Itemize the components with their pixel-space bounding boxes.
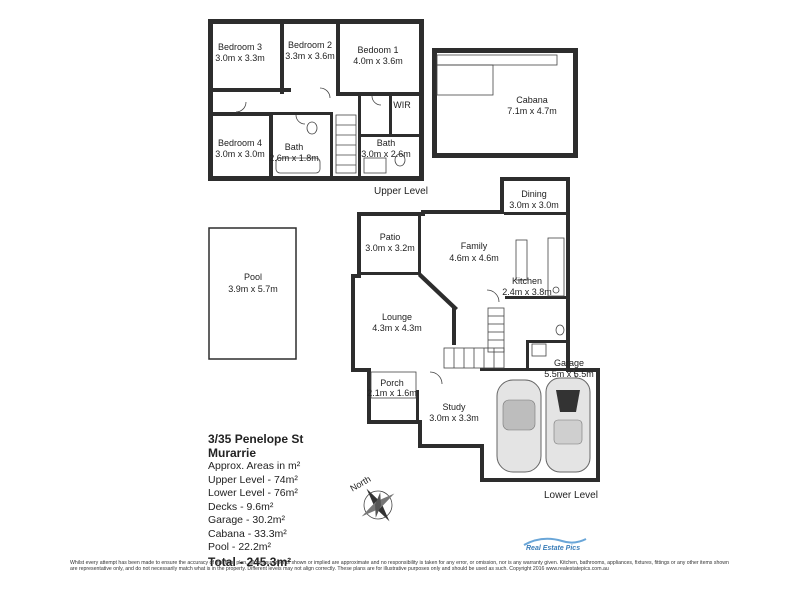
pool-area: Pool - 22.2m² xyxy=(208,541,272,553)
bedroom2-name: Bedroom 2 xyxy=(288,40,332,50)
porch-size: 2.1m x 1.6m xyxy=(367,388,417,398)
bedroom3-size: 3.0m x 3.3m xyxy=(215,53,265,63)
lounge-size: 4.3m x 4.3m xyxy=(372,323,422,333)
wir-name: WIR xyxy=(393,100,411,110)
family-size: 4.6m x 4.6m xyxy=(449,253,499,263)
kitchen-name: Kitchen xyxy=(512,276,542,286)
pool-size: 3.9m x 5.7m xyxy=(228,284,278,294)
bedroom4-size: 3.0m x 3.0m xyxy=(215,149,265,159)
pool-plan xyxy=(208,227,297,360)
car-right-icon xyxy=(545,377,591,473)
areas-heading: Approx. Areas in m² xyxy=(208,460,301,472)
garage-size: 5.5m x 5.5m xyxy=(544,369,594,379)
pool-name: Pool xyxy=(244,272,262,282)
total-area: Total - 245.3m² xyxy=(208,554,292,569)
disclaimer: Whilst every attempt has been made to en… xyxy=(70,560,729,573)
brand-swoosh-icon xyxy=(523,537,587,546)
bath2-name: Bath xyxy=(377,138,396,148)
compass-icon xyxy=(361,488,395,522)
garage-area: Garage - 30.2m² xyxy=(208,514,286,526)
patio-name: Patio xyxy=(380,232,401,242)
bath2-size: 3.0m x 2.6m xyxy=(361,149,411,159)
bedroom4-name: Bedroom 4 xyxy=(218,138,262,148)
address-suburb: Murarrie xyxy=(208,446,257,460)
cabana-size: 7.1m x 4.7m xyxy=(507,106,557,116)
upper-level-label: Upper Level xyxy=(374,186,428,197)
dining-size: 3.0m x 3.0m xyxy=(509,200,559,210)
compass-label: North xyxy=(348,474,372,494)
bedroom3-name: Bedroom 3 xyxy=(218,42,262,52)
cabana-name: Cabana xyxy=(516,95,548,105)
dining-name: Dining xyxy=(521,189,547,199)
lower-area: Lower Level - 76m² xyxy=(208,487,298,499)
kitchen-size: 2.4m x 3.8m xyxy=(502,287,552,297)
cabana-area: Cabana - 33.3m² xyxy=(208,527,287,540)
bedroom1-size: 4.0m x 3.6m xyxy=(353,56,403,66)
brand-name: Real Estate Pics xyxy=(526,545,581,552)
porch-name: Porch xyxy=(380,378,404,388)
bath1-size: 2.6m x 1.8m xyxy=(269,153,319,163)
lower-level-plan xyxy=(351,177,600,482)
property-info: 3/35 Penelope St Murarrie Approx. Areas … xyxy=(208,432,348,569)
bedroom2-size: 3.3m x 3.6m xyxy=(285,51,335,61)
bedroom1-name: Bedoom 1 xyxy=(357,45,398,55)
cabana-plan xyxy=(432,48,578,158)
upper-area: Upper Level - 74m² xyxy=(208,473,298,486)
car-left-icon xyxy=(496,379,542,473)
lounge-name: Lounge xyxy=(382,312,412,322)
address-street: 3/35 Penelope St xyxy=(208,432,304,446)
decks-area: Decks - 9.6m² xyxy=(208,500,274,513)
family-name: Family xyxy=(461,241,488,251)
brand-logo: Real Estate Pics xyxy=(522,537,588,553)
bath1-name: Bath xyxy=(285,142,304,152)
upper-level-plan xyxy=(208,19,424,181)
study-size: 3.0m x 3.3m xyxy=(429,413,479,423)
study-name: Study xyxy=(442,402,466,412)
garage-name: Garage xyxy=(554,358,584,368)
lower-level-label: Lower Level xyxy=(544,490,598,501)
patio-size: 3.0m x 3.2m xyxy=(365,243,415,253)
